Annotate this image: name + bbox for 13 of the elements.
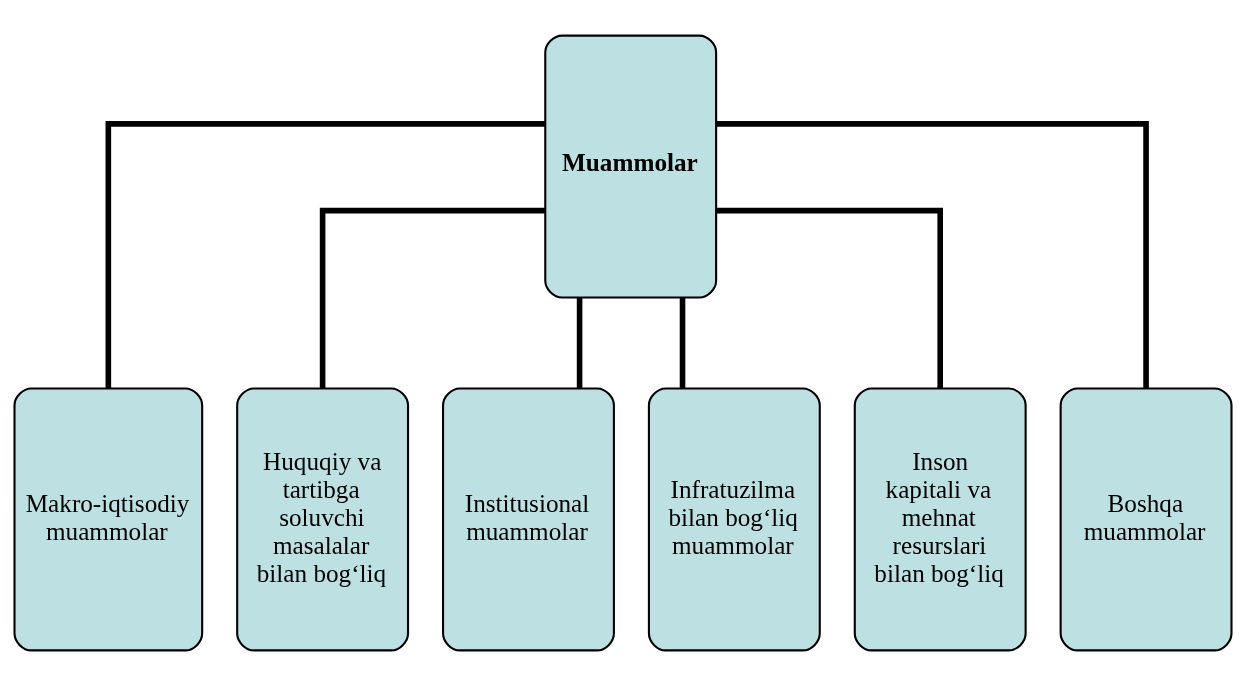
connector [319, 207, 545, 389]
node-box: Institusional muammolar [442, 387, 615, 652]
connector [716, 121, 1149, 389]
node-box: Boshqa muammolar [1059, 387, 1233, 652]
connector [716, 207, 943, 389]
connector [105, 121, 545, 389]
node-box: Muammolar [544, 34, 718, 299]
node-box: Infratuzilma bilan bog‘liq muammolar [647, 387, 821, 652]
node-box: Inson kapitali va mehnat resurslari bilan bog‘liq [853, 387, 1027, 652]
connector [679, 297, 686, 388]
connector [576, 297, 583, 388]
node-box: Makro-iqtisodiy muammolar [13, 387, 204, 652]
node-box: Huquqiy va tartibga soluvchi masalalar bilan bog‘liq [236, 387, 410, 652]
